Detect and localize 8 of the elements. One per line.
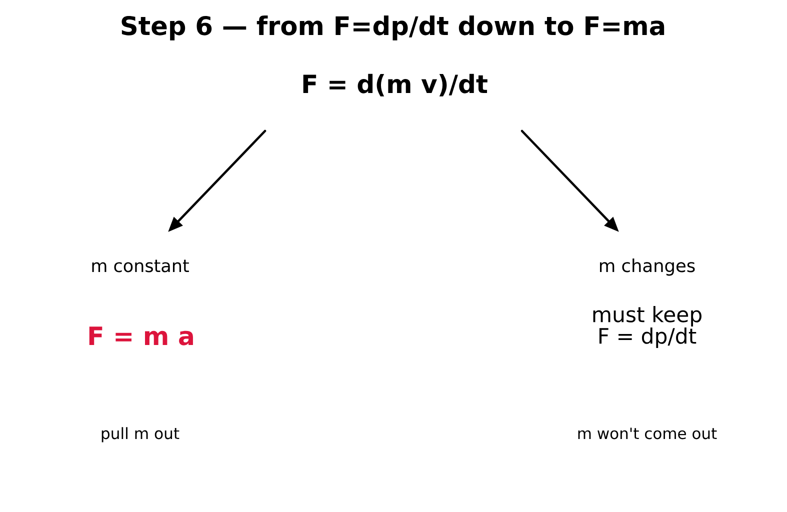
title: Step 6 — from F=dp/dt down to F=ma	[122, 16, 664, 40]
formula: F = d(m v)/dt	[303, 74, 488, 96]
formula: must keep F = dp/dt	[593, 306, 702, 348]
formula: F = m a	[89, 326, 193, 346]
case-heading: m changes	[600, 258, 695, 276]
note: m won't come out	[578, 428, 717, 440]
note: pull m out	[102, 427, 180, 442]
case-heading: m constant	[92, 260, 189, 272]
